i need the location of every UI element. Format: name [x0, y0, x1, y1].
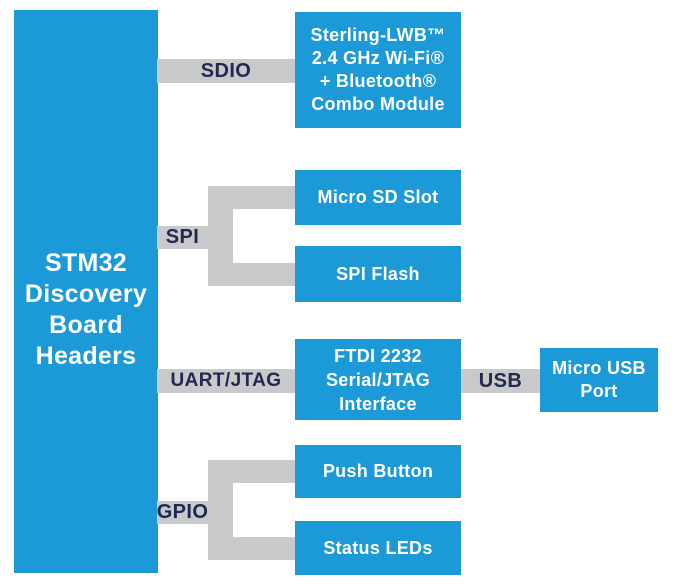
sdio-bus-connector: SDIO: [157, 59, 295, 83]
wifi-bluetooth-combo-module-block: Sterling-LWB™ 2.4 GHz Wi-Fi® + Bluetooth…: [295, 12, 461, 128]
spi-branch-connector: [208, 186, 295, 286]
gpio-bus-connector: GPIO: [156, 501, 209, 524]
stm32-discovery-headers-block: STM32 Discovery Board Headers: [14, 10, 158, 573]
spi-flash-block: SPI Flash: [295, 246, 461, 302]
micro-usb-port-block: Micro USB Port: [540, 348, 658, 412]
ftdi-serial-jtag-interface-block: FTDI 2232 Serial/JTAG Interface: [295, 339, 461, 420]
gpio-branch-connector: [208, 460, 295, 560]
status-leds-block: Status LEDs: [295, 521, 461, 575]
uart-jtag-bus-connector: UART/JTAG: [157, 369, 295, 393]
spi-bus-connector: SPI: [157, 226, 208, 249]
micro-sd-slot-block: Micro SD Slot: [295, 170, 461, 225]
usb-bus-connector: USB: [461, 369, 540, 393]
push-button-block: Push Button: [295, 445, 461, 498]
